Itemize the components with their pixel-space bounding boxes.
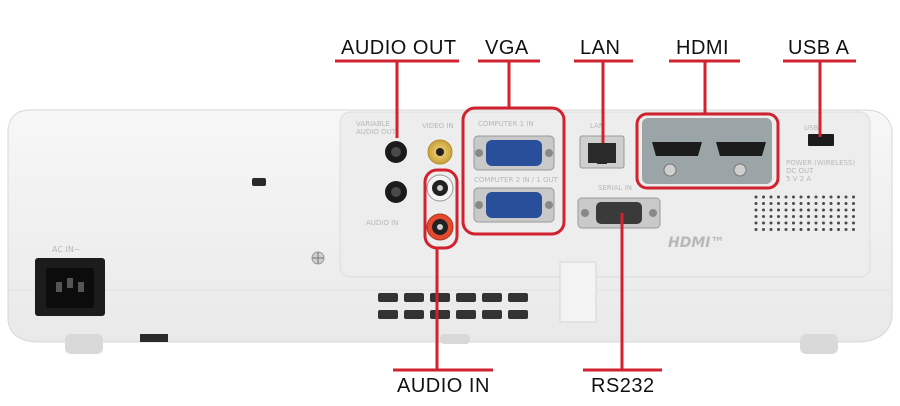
ac-power-inlet: AC IN~ bbox=[35, 245, 105, 316]
usb-a-label: USB A bbox=[788, 37, 850, 59]
lan-label: LAN bbox=[580, 37, 621, 59]
serial-panel-label: SERIAL IN bbox=[598, 184, 632, 192]
vga-label: VGA bbox=[485, 37, 529, 59]
hdmi-label: HDMI bbox=[676, 37, 730, 59]
speaker-grille bbox=[754, 195, 855, 231]
rca-jacks: VIDEO IN bbox=[422, 122, 454, 241]
hdmi-ports: HDMI™ bbox=[642, 118, 772, 251]
lan-panel-label: LAN bbox=[590, 122, 604, 130]
ac-in-label: AC IN~ bbox=[52, 245, 81, 254]
audio-out-label: AUDIO OUT bbox=[341, 37, 457, 59]
hdmi-logo: HDMI™ bbox=[668, 235, 724, 251]
computer-2-in-label: COMPUTER 2 IN / 1 OUT bbox=[474, 176, 559, 184]
usb-panel-label: USB bbox=[804, 124, 819, 132]
vga-ports: COMPUTER 1 IN COMPUTER 2 IN / 1 OUT bbox=[473, 120, 559, 223]
security-slot bbox=[252, 178, 266, 186]
rs232-label: RS232 bbox=[591, 375, 655, 397]
serial-port: SERIAL IN bbox=[577, 184, 661, 229]
lan-port: LAN bbox=[579, 122, 625, 169]
computer-1-in-label: COMPUTER 1 IN bbox=[478, 120, 534, 128]
callouts bbox=[335, 59, 856, 372]
vent-slots bbox=[378, 293, 528, 319]
audio-in-panel-label: AUDIO IN bbox=[366, 219, 398, 227]
video-in-label: VIDEO IN bbox=[422, 122, 454, 130]
audio-in-label: AUDIO IN bbox=[397, 375, 490, 397]
